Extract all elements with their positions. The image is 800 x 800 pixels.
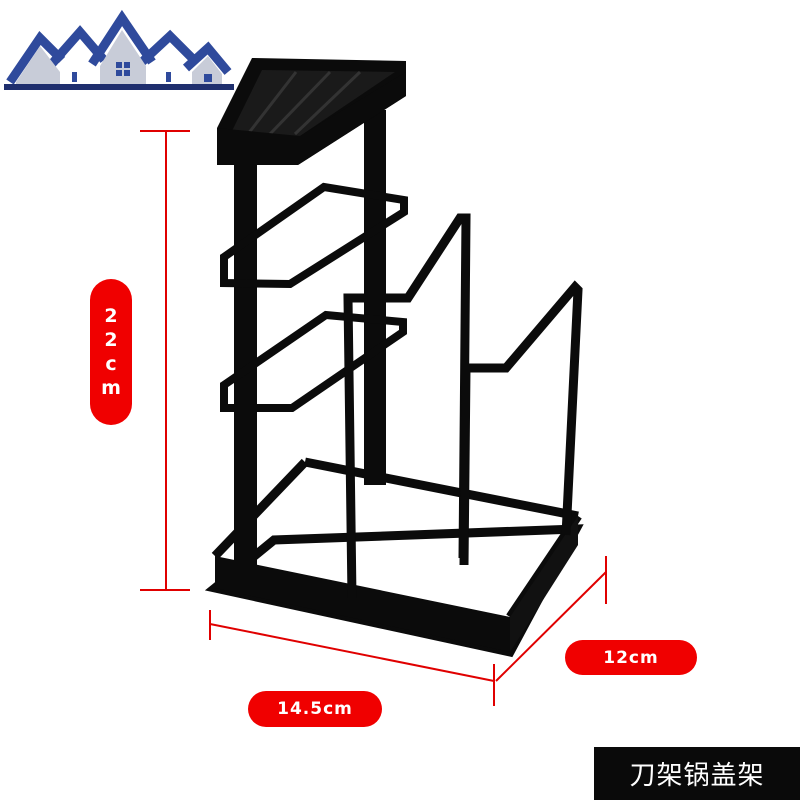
product-caption: 刀架锅盖架 [594,747,800,800]
depth-dimension-line [495,556,607,682]
height-dimension-line [140,130,190,591]
height-char: m [101,377,121,399]
width-label: 14.5cm [248,691,382,727]
rack [204,58,584,658]
height-label: 2 2 c m [90,279,132,425]
height-char: 2 [104,305,118,327]
house-roofs-logo [0,0,238,92]
height-char: 2 [104,329,118,351]
width-dimension-line [209,610,495,706]
depth-label: 12cm [565,640,697,675]
height-char: c [105,353,117,375]
